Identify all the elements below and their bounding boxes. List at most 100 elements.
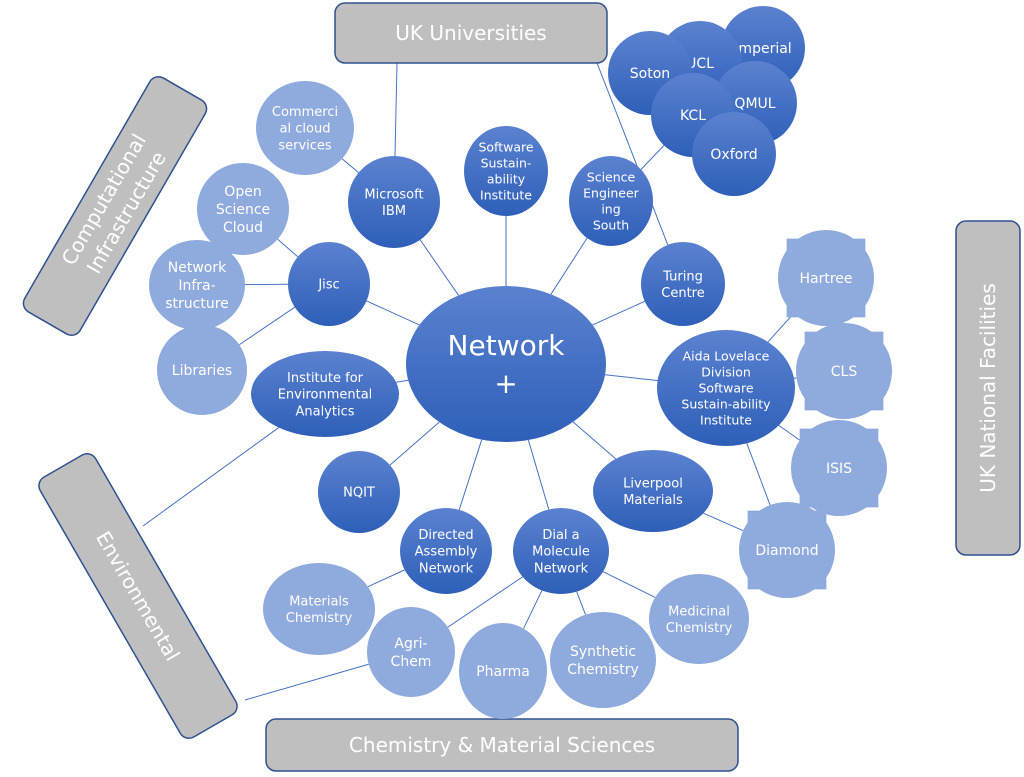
node-shape-cls [796,323,892,419]
node-shape-hartree [778,230,874,326]
node-label-aida-lovelace: Division [701,365,751,380]
group-label-chemistry-material-sciences: Chemistry & Material Sciences [349,733,655,757]
group-uk-universities[interactable]: UK Universities [334,2,608,64]
node-label-open-science-cloud: Open [224,184,261,200]
node-shape-science-engineering-south [569,156,653,246]
node-nqit[interactable]: NQIT [318,451,400,533]
group-label-uk-universities: UK Universities [395,21,546,45]
node-shape-nqit [318,451,400,533]
group-label-uk-national-facilities: UK National Facilities [976,283,1000,493]
node-label-network-infrastructure: structure [165,296,229,312]
node-label-isis: ISIS [826,461,852,477]
node-label-kcl: KCL [680,108,706,124]
node-shape-aida-lovelace [657,330,795,446]
node-shape-agri-chem [367,607,455,697]
group-chemistry-material-sciences[interactable]: Chemistry & Material Sciences [265,718,739,772]
node-shape-directed-assembly [400,508,492,594]
node-shape-jisc [288,242,370,326]
node-shape-network-infrastructure [149,240,245,330]
edge-aida-lovelace-to-isis [778,424,801,441]
node-label-imperial: Imperial [734,41,791,57]
edge-network-plus-to-institute-environmental-analytics [396,379,409,383]
node-label-soton: Soton [630,66,670,82]
edge-agri-chem-to-environmental [244,663,369,701]
node-isis[interactable]: ISIS [791,420,887,516]
node-label-dial-a-molecule: Network [534,561,589,576]
edge-liverpool-materials-to-diamond [703,512,744,532]
node-shape-open-science-cloud [197,163,289,255]
node-label-aida-lovelace: Sustain-ability [681,397,771,412]
edge-directed-assembly-to-materials-chemistry [367,569,405,588]
node-aida-lovelace[interactable]: Aida LovelaceDivisionSoftwareSustain-abi… [657,330,795,446]
node-hartree[interactable]: Hartree [778,230,874,326]
node-shape-diamond [739,502,835,598]
node-label-institute-environmental-analytics: Institute for [287,371,364,386]
node-label-software-sustainability-institute: ability [487,172,526,187]
node-shape-commercial-cloud [256,81,354,175]
node-label-aida-lovelace: Aida Lovelace [683,349,770,364]
node-network-plus[interactable]: Network+ [406,286,606,442]
node-label-ucl: UCL [686,56,714,72]
node-libraries[interactable]: Libraries [157,325,247,415]
edges-layer [142,62,801,701]
edge-network-plus-to-directed-assembly [458,439,483,510]
node-shape-libraries [157,325,247,415]
node-label-materials-chemistry: Materials [289,594,349,609]
node-label-software-sustainability-institute: Institute [480,188,532,203]
node-label-network-plus: Network [448,329,566,362]
node-diamond[interactable]: Diamond [739,502,835,598]
group-environmental[interactable]: Environmental [35,450,240,742]
node-label-open-science-cloud: Cloud [223,220,263,236]
edge-microsoft-ibm-to-uk-universities [394,62,398,157]
node-label-hartree: Hartree [799,271,852,287]
node-label-cls: CLS [831,364,858,380]
node-shape-oxford [692,112,776,196]
node-jisc[interactable]: Jisc [288,242,370,326]
group-uk-national-facilities[interactable]: UK National Facilities [955,220,1021,556]
node-shape-pharma [459,623,547,719]
edge-dial-a-molecule-to-synthetic-chemistry [576,591,587,615]
node-label-institute-environmental-analytics: Analytics [295,404,354,419]
node-label-software-sustainability-institute: Sustain- [481,156,532,171]
node-label-liverpool-materials: Liverpool [623,476,683,491]
node-shape-medicinal-chemistry [649,574,749,664]
node-label-liverpool-materials: Materials [623,493,683,508]
node-label-science-engineering-south: South [593,218,629,233]
node-pharma[interactable]: Pharma [459,623,547,719]
node-label-science-engineering-south: Science [587,170,636,185]
group-box-uk-universities [334,2,608,64]
group-box-environmental [38,453,238,739]
node-label-directed-assembly: Directed [418,528,473,543]
node-agri-chem[interactable]: Agri-Chem [367,607,455,697]
node-label-diamond: Diamond [755,543,818,559]
node-label-directed-assembly: Assembly [415,545,478,560]
node-label-science-engineering-south: ing [601,202,620,217]
node-label-medicinal-chemistry: Medicinal [668,604,730,619]
node-label-aida-lovelace: Institute [700,413,752,428]
node-shape-turing-centre [641,242,725,326]
node-label-libraries: Libraries [172,363,232,379]
node-shape-synthetic-chemistry [550,612,656,708]
node-label-open-science-cloud: Science [216,202,270,218]
node-label-materials-chemistry: Chemistry [286,611,353,626]
node-label-commercial-cloud: services [278,138,332,153]
node-shape-institute-environmental-analytics [251,351,399,437]
node-label-microsoft-ibm: Microsoft [364,187,423,202]
node-cls[interactable]: CLS [796,323,892,419]
node-oxford[interactable]: Oxford [692,112,776,196]
